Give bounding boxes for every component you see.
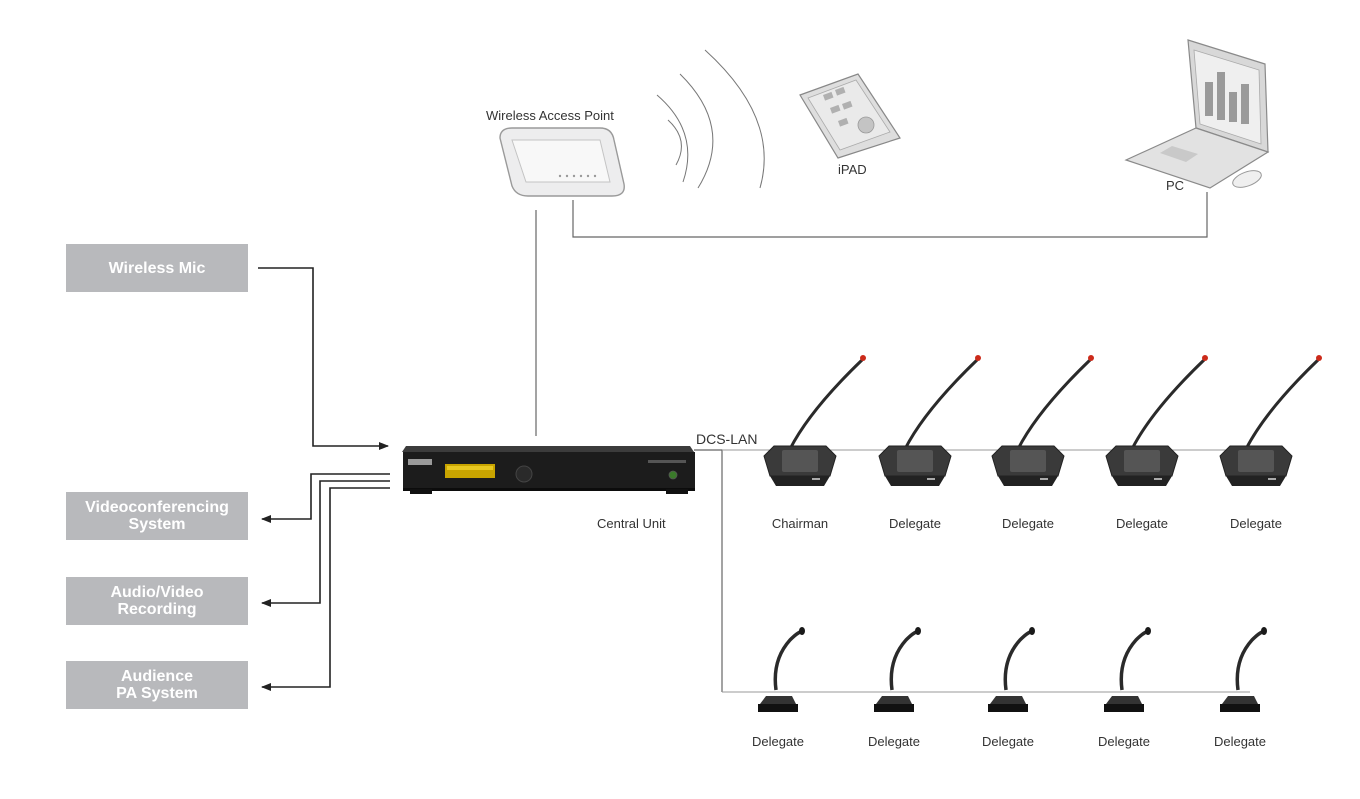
ipad-label: iPAD — [838, 162, 867, 177]
videoconferencing-connection — [261, 473, 390, 523]
wireless-mic-label: Wireless Mic — [108, 259, 206, 277]
desk-delegate-label: Delegate — [981, 734, 1035, 749]
av-recording-label-line-1: Audio/Video — [110, 584, 204, 601]
delegate-label: Delegate — [888, 516, 942, 531]
av-recording-connection — [261, 480, 390, 607]
desk-delegate-label: Delegate — [1213, 734, 1267, 749]
dcs-lan-label: DCS-LAN — [696, 431, 758, 447]
audience-pa-label-line-2: PA System — [116, 685, 198, 702]
videoconferencing-label-line-2: System — [128, 516, 186, 533]
chairman-label: Chairman — [771, 516, 829, 531]
delegate-label: Delegate — [1115, 516, 1169, 531]
desk-delegate-label: Delegate — [1097, 734, 1151, 749]
wireless-access-point-icon — [499, 127, 625, 197]
audience-pa-label-line-1: Audience — [120, 668, 193, 685]
access-point-label: Wireless Access Point — [486, 108, 614, 123]
pc-label: PC — [1166, 178, 1185, 193]
laptop-icon — [1124, 39, 1270, 189]
ipad-icon — [799, 73, 901, 159]
wireless-waves-icon — [656, 49, 765, 189]
delegate-label: Delegate — [1001, 516, 1055, 531]
videoconferencing-label-line-1: Videoconferencing — [85, 499, 229, 516]
central-unit-device — [402, 446, 695, 494]
central-unit-label: Central Unit — [597, 516, 666, 531]
audience-pa-connection — [261, 487, 390, 691]
videoconferencing-box: Videoconferencing System — [66, 492, 248, 540]
wireless-mic-box: Wireless Mic — [66, 244, 248, 292]
av-recording-label-line-2: Recording — [117, 601, 197, 618]
desk-delegate-label: Delegate — [867, 734, 921, 749]
av-recording-box: Audio/Video Recording — [66, 577, 248, 625]
dcs-lan-line — [694, 449, 723, 692]
wireless-mic-connection — [258, 267, 389, 450]
pc-connection — [572, 192, 1208, 238]
audience-pa-box: Audience PA System — [66, 661, 248, 709]
delegate-label: Delegate — [1229, 516, 1283, 531]
desk-delegate-label: Delegate — [751, 734, 805, 749]
